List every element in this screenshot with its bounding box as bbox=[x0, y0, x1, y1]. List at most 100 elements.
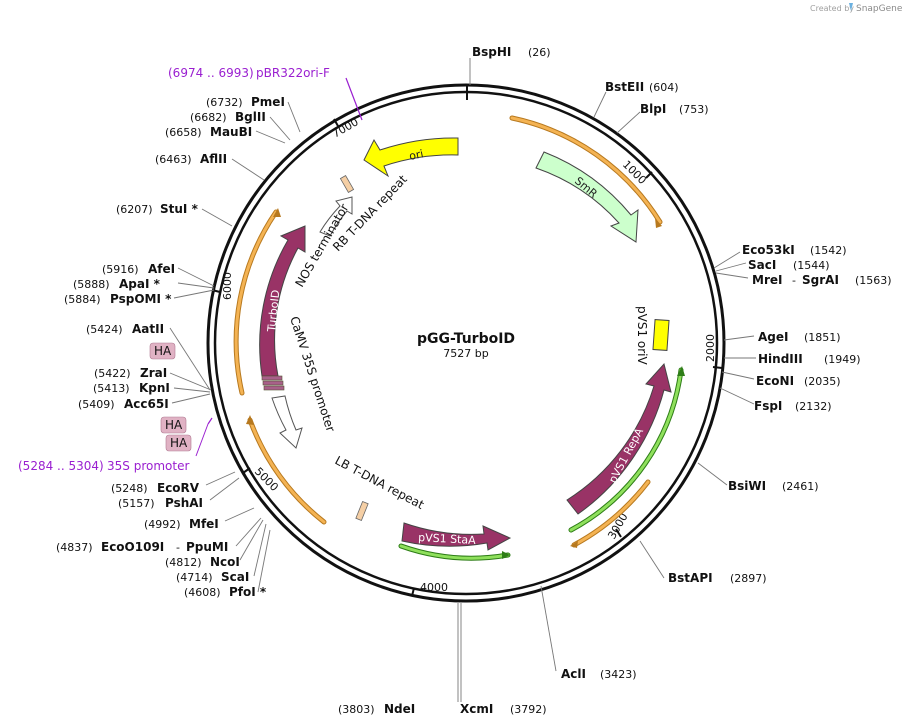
site-apai[interactable]: ApaI * bbox=[119, 277, 161, 291]
site-maubi-pos: (6658) bbox=[165, 126, 202, 139]
site-bsphi[interactable]: BspHI bbox=[472, 45, 511, 59]
ha-tag-cluster bbox=[261, 375, 285, 391]
site-econi[interactable]: EcoNI bbox=[756, 374, 794, 388]
site-bsiwi-pos: (2461) bbox=[782, 480, 819, 493]
primer-pbr322-range: (6974 .. 6993) bbox=[168, 66, 254, 80]
primer-35s-name: 35S promoter bbox=[107, 459, 189, 473]
site-maubi[interactable]: MauBI bbox=[210, 125, 252, 139]
site-pspomi[interactable]: PspOMI * bbox=[110, 292, 172, 306]
pvs1-staa-label: pVS1 StaA bbox=[418, 531, 477, 547]
pvs1-oriv-feature[interactable] bbox=[652, 319, 670, 351]
site-scai[interactable]: ScaI bbox=[221, 570, 249, 584]
site-saci-pos: (1544) bbox=[793, 259, 830, 272]
site-eco53ki-pos: (1542) bbox=[810, 244, 847, 257]
site-pfoi[interactable]: PfoI * bbox=[229, 585, 267, 599]
site-zrai-pos: (5422) bbox=[94, 367, 131, 380]
site-fspi[interactable]: FspI bbox=[754, 399, 782, 413]
site-scai-pos: (4714) bbox=[176, 571, 213, 584]
site-stui-pos: (6207) bbox=[116, 203, 153, 216]
turboid-label: TurboID bbox=[265, 289, 282, 333]
primer-35s-leader bbox=[195, 423, 209, 457]
pvs1-repa-label: pVS1 RepA bbox=[606, 426, 646, 486]
site-ppumi[interactable]: PpuMI bbox=[186, 540, 228, 554]
site-bglii[interactable]: BglII bbox=[235, 110, 266, 124]
site-aflii-pos: (6463) bbox=[155, 153, 192, 166]
ha-label-2: HA bbox=[165, 418, 183, 432]
pvs1-repa-feature[interactable] bbox=[566, 362, 672, 515]
site-mfei[interactable]: MfeI bbox=[189, 517, 219, 531]
site-aatii[interactable]: AatII bbox=[132, 322, 164, 336]
site-pshai[interactable]: PshAI bbox=[165, 496, 203, 510]
site-hindiii-pos: (1949) bbox=[824, 353, 861, 366]
site-saci[interactable]: SacI bbox=[748, 258, 776, 272]
plasmid-name: pGG-TurboID bbox=[417, 331, 515, 347]
site-kpni[interactable]: KpnI bbox=[139, 381, 170, 395]
site-econi-pos: (2035) bbox=[804, 375, 841, 388]
credit-text: Created by bbox=[810, 4, 854, 13]
turboid-feature[interactable] bbox=[259, 225, 306, 377]
site-pmei[interactable]: PmeI bbox=[251, 95, 285, 109]
green-tracks bbox=[398, 367, 684, 561]
site-bstapi-pos: (2897) bbox=[730, 572, 767, 585]
lb-repeat-feature[interactable] bbox=[355, 501, 369, 521]
site-sgrai[interactable]: SgrAI bbox=[802, 273, 839, 287]
rb-repeat-feature[interactable] bbox=[339, 175, 355, 193]
primer-35s-range: (5284 .. 5304) bbox=[18, 459, 104, 473]
site-agei[interactable]: AgeI bbox=[758, 330, 788, 344]
tick-label-4000: 4000 bbox=[420, 581, 448, 594]
site-eco53ki[interactable]: Eco53kI bbox=[742, 243, 795, 257]
site-xcmi[interactable]: XcmI bbox=[460, 702, 493, 716]
site-xcmi-pos: (3792) bbox=[510, 703, 547, 716]
site-kpni-pos: (5413) bbox=[93, 382, 130, 395]
site-blpi[interactable]: BlpI bbox=[640, 102, 666, 116]
ha-badge-2[interactable] bbox=[160, 416, 187, 434]
site-acli-pos: (3423) bbox=[600, 668, 637, 681]
site-pfoi-pos: (4608) bbox=[184, 586, 221, 599]
site-acli[interactable]: AclI bbox=[561, 667, 586, 681]
site-ndei[interactable]: NdeI bbox=[384, 702, 415, 716]
site-mrei[interactable]: MreI bbox=[752, 273, 782, 287]
site-pshai-pos: (5157) bbox=[118, 497, 155, 510]
primer-pbr322-name: pBR322ori-F bbox=[256, 66, 330, 80]
site-ecoo109i[interactable]: EcoO109I bbox=[101, 540, 164, 554]
site-apai-pos: (5888) bbox=[73, 278, 110, 291]
site-ecorv[interactable]: EcoRV bbox=[157, 481, 200, 495]
camv-promoter-feature[interactable] bbox=[271, 395, 303, 449]
site-fspi-pos: (2132) bbox=[795, 400, 832, 413]
site-bsteii-pos: (604) bbox=[649, 81, 679, 94]
site-agei-pos: (1851) bbox=[804, 331, 841, 344]
site-leader-lines bbox=[169, 58, 756, 702]
site-ncoi[interactable]: NcoI bbox=[210, 555, 240, 569]
pvs1-staa-feature[interactable] bbox=[401, 522, 512, 551]
site-bstapi[interactable]: BstAPI bbox=[668, 571, 713, 585]
site-stui[interactable]: StuI * bbox=[160, 202, 199, 216]
site-acc65i-pos: (5409) bbox=[78, 398, 115, 411]
ha-label-3: HA bbox=[170, 436, 188, 450]
site-mrei-sep: - bbox=[792, 274, 796, 287]
nos-terminator-feature[interactable] bbox=[319, 196, 353, 237]
site-bsteii[interactable]: BstEII bbox=[605, 80, 644, 94]
site-afei[interactable]: AfeI bbox=[148, 262, 175, 276]
tick-label-1000: 1000 bbox=[620, 158, 649, 187]
ori-feature[interactable] bbox=[363, 137, 459, 178]
site-mfei-pos: (4992) bbox=[144, 518, 181, 531]
smr-feature[interactable] bbox=[535, 151, 639, 243]
site-hindiii[interactable]: HindIII bbox=[758, 352, 803, 366]
site-bsphi-pos: (26) bbox=[528, 46, 551, 59]
site-bglii-pos: (6682) bbox=[190, 111, 227, 124]
tick-label-6000: 6000 bbox=[221, 272, 234, 300]
site-afei-pos: (5916) bbox=[102, 263, 139, 276]
site-aflii[interactable]: AflII bbox=[200, 152, 227, 166]
ha-badge-1[interactable] bbox=[149, 342, 176, 360]
site-ndei-pos: (3803) bbox=[338, 703, 375, 716]
tick-marks bbox=[211, 85, 723, 597]
site-bsiwi[interactable]: BsiWI bbox=[728, 479, 766, 493]
orf-tracks bbox=[233, 115, 663, 548]
camv-promoter-label: CaMV 35S promoter bbox=[287, 315, 338, 434]
site-acc65i[interactable]: Acc65I bbox=[124, 397, 169, 411]
ha-badge-3[interactable] bbox=[165, 434, 192, 452]
site-aatii-pos: (5424) bbox=[86, 323, 123, 336]
site-zrai[interactable]: ZraI bbox=[140, 366, 167, 380]
pvs1-oriv-label: pVS1 oriV bbox=[635, 306, 649, 366]
